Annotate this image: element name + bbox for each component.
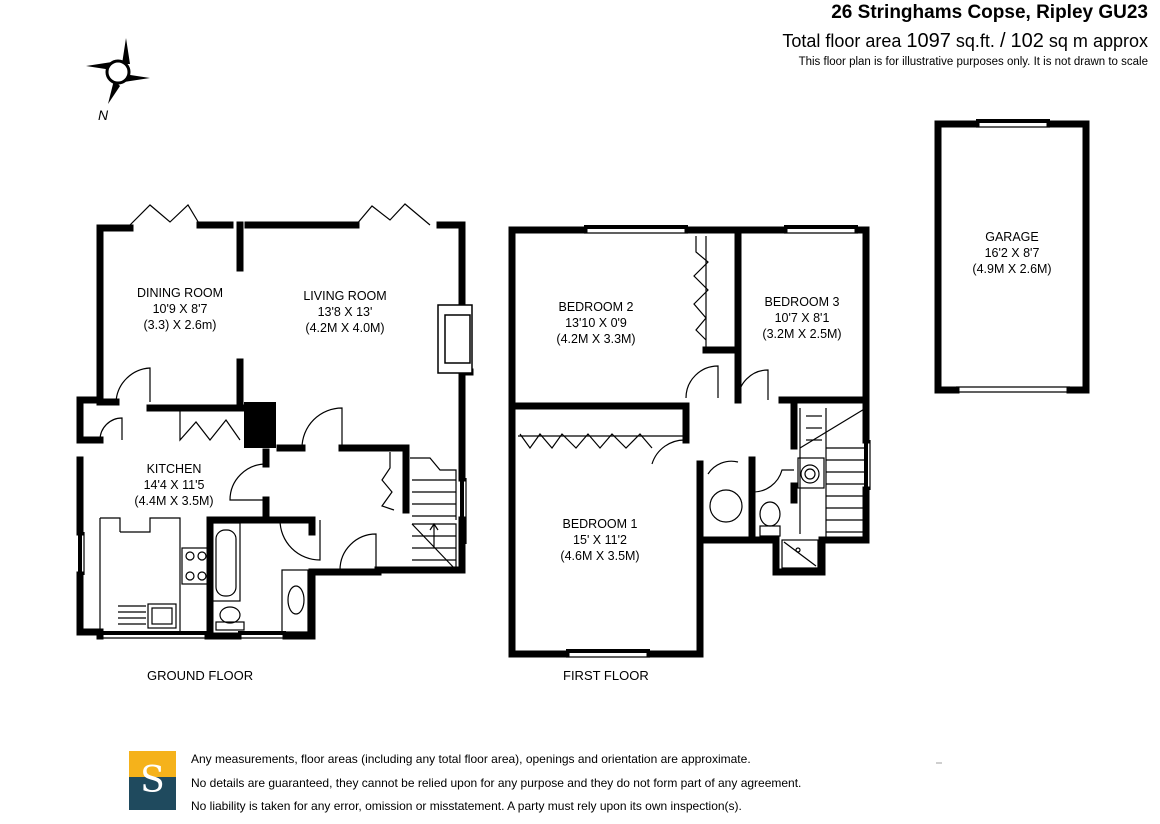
room-size-metric: (4.6M X 3.5M): [560, 549, 640, 563]
compass-north-label: N: [98, 107, 109, 123]
disclaimer-line-3: No liability is taken for any error, omi…: [191, 799, 742, 813]
first-floor-details: [518, 225, 871, 658]
room-label-bedroom-1: BEDROOM 1 15' X 11'2 (4.6M X 3.5M): [560, 516, 639, 564]
disclaimer-line-2: No details are guaranteed, they cannot b…: [191, 776, 802, 790]
floor-label-first: FIRST FLOOR: [563, 668, 649, 683]
room-label-bedroom-2: BEDROOM 2 13'10 X 0'9 (4.2M X 3.3M): [556, 299, 635, 347]
logo-top-band: [129, 751, 176, 777]
area-separator: /: [999, 30, 1006, 52]
room-size-imperial: 13'8 X 13': [317, 305, 373, 319]
illustrative-note: This floor plan is for illustrative purp…: [798, 56, 1148, 68]
logo-letter: S: [140, 760, 165, 801]
room-name: BEDROOM 3: [764, 295, 840, 309]
room-name: BEDROOM 1: [562, 517, 638, 531]
room-name: KITCHEN: [146, 462, 202, 476]
floor-label-ground: GROUND FLOOR: [147, 668, 254, 683]
room-size-imperial: 10'9 X 8'7: [152, 302, 208, 316]
room-size-metric: (4.2M X 3.3M): [556, 332, 636, 346]
faint-mark: [936, 762, 942, 764]
room-size-imperial: 14'4 X 11'5: [143, 478, 205, 492]
area-prefix: Total floor area: [782, 31, 902, 51]
disclaimer-line-1: Any measurements, floor areas (including…: [191, 752, 751, 766]
agency-logo: S: [129, 751, 176, 810]
room-size-metric: (3.2M X 2.5M): [762, 327, 842, 341]
area-sqft-unit: sq.ft.: [955, 31, 995, 51]
fireplace-hearth: [444, 314, 471, 364]
total-floor-area: Total floor area 1097 sq.ft. / 102 sq m …: [782, 30, 1148, 53]
room-size-metric: (4.4M X 3.5M): [134, 494, 214, 508]
room-label-dining: DINING ROOM 10'9 X 8'7 (3.3) X 2.6m): [137, 285, 223, 333]
address-title: 26 Stringhams Copse, Ripley GU23: [831, 2, 1148, 23]
ground-floor-walls: [76, 221, 474, 640]
room-size-imperial: 13'10 X 0'9: [565, 316, 627, 330]
room-size-metric: (4.2M X 4.0M): [305, 321, 385, 335]
room-label-garage: GARAGE 16'2 X 8'7 (4.9M X 2.6M): [972, 229, 1051, 277]
room-name: DINING ROOM: [136, 286, 224, 300]
room-label-living: LIVING ROOM 13'8 X 13' (4.2M X 4.0M): [303, 288, 386, 336]
room-size-metric: (3.3) X 2.6m): [143, 318, 217, 332]
room-size-imperial: 10'7 X 8'1: [774, 311, 830, 325]
compass-icon: N: [86, 38, 150, 123]
logo-bottom-band: [129, 777, 176, 810]
room-size-metric: (4.9M X 2.6M): [972, 262, 1052, 276]
area-sqm-unit: sq m: [1048, 31, 1088, 51]
room-name: BEDROOM 2: [558, 300, 634, 314]
chimney-block: [244, 402, 276, 448]
room-name: LIVING ROOM: [303, 289, 387, 303]
room-size-imperial: 15' X 11'2: [573, 533, 627, 547]
area-sqm: 102: [1010, 30, 1044, 52]
room-label-bedroom-3: BEDROOM 3 10'7 X 8'1 (3.2M X 2.5M): [762, 294, 841, 342]
area-suffix: approx: [1092, 31, 1148, 51]
area-sqft: 1097: [906, 30, 951, 52]
ground-floor-details: [78, 203, 467, 639]
room-size-imperial: 16'2 X 8'7: [984, 246, 1040, 260]
first-floor-walls: [508, 226, 870, 658]
room-name: GARAGE: [985, 230, 1039, 244]
garage-walls: [934, 119, 1090, 394]
room-label-kitchen: KITCHEN 14'4 X 11'5 (4.4M X 3.5M): [134, 461, 213, 509]
